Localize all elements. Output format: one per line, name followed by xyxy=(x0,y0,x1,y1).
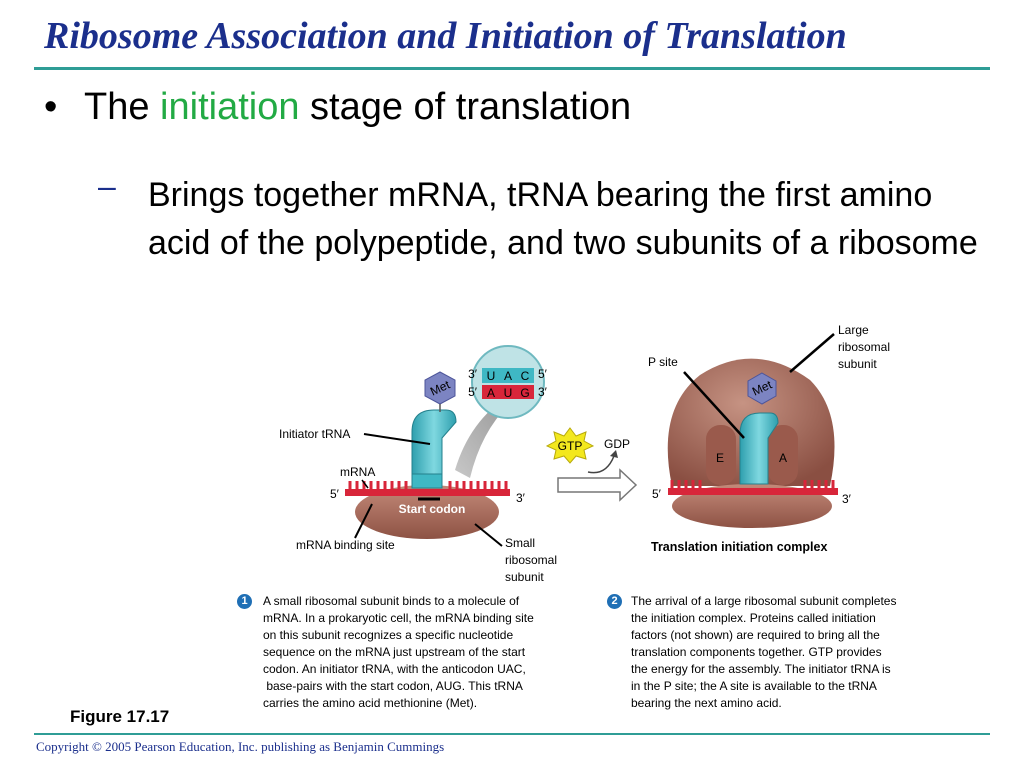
step-2-line: factors (not shown) are required to brin… xyxy=(631,628,880,642)
label-mrna-binding-site: mRNA binding site xyxy=(296,538,395,552)
e-site-pocket xyxy=(706,425,736,485)
bullet-prefix: The xyxy=(84,86,161,128)
right-3prime: 3′ xyxy=(842,492,852,506)
footer-divider xyxy=(34,733,990,735)
leader-p-site xyxy=(683,371,745,439)
inset-5prime-bottom: 5′ xyxy=(468,385,478,399)
left-5prime: 5′ xyxy=(330,487,340,501)
codon-anticodon-inset: 3′ 5′ 5′ 3′ U A C A U G xyxy=(468,345,548,419)
step-2-line: bearing the next amino acid. xyxy=(631,696,782,710)
leader-mrna xyxy=(361,479,369,489)
mrna-strand-left xyxy=(345,481,510,496)
label-start-codon: Start codon xyxy=(399,502,466,516)
initiator-trna-p-site xyxy=(739,412,779,485)
inset-3prime-bottom: 3′ xyxy=(538,385,548,399)
inset-5prime-top: 5′ xyxy=(538,367,548,381)
step-2-line: in the P site; the A site is available t… xyxy=(631,679,877,693)
step-1-line: mRNA. In a prokaryotic cell, the mRNA bi… xyxy=(263,611,534,625)
title-divider xyxy=(34,67,990,70)
codon-base-2: U xyxy=(504,386,513,400)
label-small-subunit-1: Small xyxy=(505,536,535,550)
bullet-suffix: stage of translation xyxy=(299,86,632,128)
leader-initiator-trna xyxy=(363,433,431,445)
copyright-notice: Copyright © 2005 Pearson Education, Inc.… xyxy=(36,739,445,754)
right-5prime: 5′ xyxy=(652,487,662,501)
anticodon-base-2: A xyxy=(504,369,512,383)
step-2-line: The arrival of a large ribosomal subunit… xyxy=(631,594,897,608)
step-1-line: base-pairs with the start codon, AUG. Th… xyxy=(263,679,523,693)
label-mrna: mRNA xyxy=(340,465,375,479)
step-2-line: the initiation complex. Proteins called … xyxy=(631,611,876,625)
step-2-badge: 2 xyxy=(607,594,622,609)
step-1-line: carries the amino acid methionine (Met). xyxy=(263,696,478,710)
gdp-arrowhead xyxy=(610,450,618,458)
step-1-line: A small ribosomal subunit binds to a mol… xyxy=(263,594,520,608)
met-amino-acid-left: Met xyxy=(424,371,456,405)
sub-bullet-text: Brings together mRNA, tRNA bearing the f… xyxy=(148,176,978,262)
zoom-arrow xyxy=(455,380,528,478)
step-2-line: the energy for the assembly. The initiat… xyxy=(631,662,891,676)
bullet-initiation-stage: • The initiation stage of translation xyxy=(44,86,631,129)
leader-mrna-binding-site xyxy=(354,503,373,539)
label-a-site: A xyxy=(779,451,787,465)
label-small-subunit-2: ribosomal xyxy=(505,553,557,567)
label-e-site: E xyxy=(716,451,724,465)
mrna-strand-right xyxy=(668,480,838,495)
sub-bullet-dash: – xyxy=(98,168,116,204)
label-initiator-trna: Initiator tRNA xyxy=(279,427,350,441)
label-large-subunit-3: subunit xyxy=(838,357,877,371)
label-large-subunit-2: ribosomal xyxy=(838,340,890,354)
codon-base-1: A xyxy=(487,386,495,400)
step-1-line: sequence on the mRNA just upstream of th… xyxy=(263,645,526,659)
a-site-pocket xyxy=(768,425,798,485)
step-1-line: codon. An initiator tRNA, with the antic… xyxy=(263,662,526,676)
process-arrow xyxy=(557,468,638,502)
inset-3prime-top: 3′ xyxy=(468,367,478,381)
step-1-text: A small ribosomal subunit binds to a mol… xyxy=(263,593,534,712)
figure-label: Figure 17.17 xyxy=(70,707,170,726)
initiator-trna xyxy=(411,409,457,489)
anticodon-base-1: U xyxy=(487,369,496,383)
slide-title: Ribosome Association and Initiation of T… xyxy=(44,15,847,57)
codon-base-3: G xyxy=(520,386,529,400)
step-2-line: translation components together. GTP pro… xyxy=(631,645,882,659)
left-3prime: 3′ xyxy=(516,491,526,505)
leader-small-subunit xyxy=(474,523,503,547)
label-initiation-complex: Translation initiation complex xyxy=(651,540,827,554)
label-small-subunit-3: subunit xyxy=(505,570,544,584)
bullet-dot: • xyxy=(44,86,58,128)
label-large-subunit-1: Large xyxy=(838,323,869,337)
label-gtp: GTP xyxy=(558,439,583,453)
gtp-starburst: GTP xyxy=(545,427,595,464)
label-p-site: P site xyxy=(648,355,678,369)
step-1-badge: 1 xyxy=(237,594,252,609)
met-amino-acid-right: Met xyxy=(747,372,777,405)
step-1-line: on this subunit recognizes a specific nu… xyxy=(263,628,514,642)
leader-large-subunit xyxy=(789,333,835,373)
small-ribosomal-subunit xyxy=(355,485,499,539)
step-2-text: The arrival of a large ribosomal subunit… xyxy=(631,593,896,712)
bullet-highlight: initiation xyxy=(160,86,300,128)
label-gdp: GDP xyxy=(604,437,630,451)
gdp-release-arrow xyxy=(587,455,615,474)
anticodon-base-3: C xyxy=(521,369,530,383)
